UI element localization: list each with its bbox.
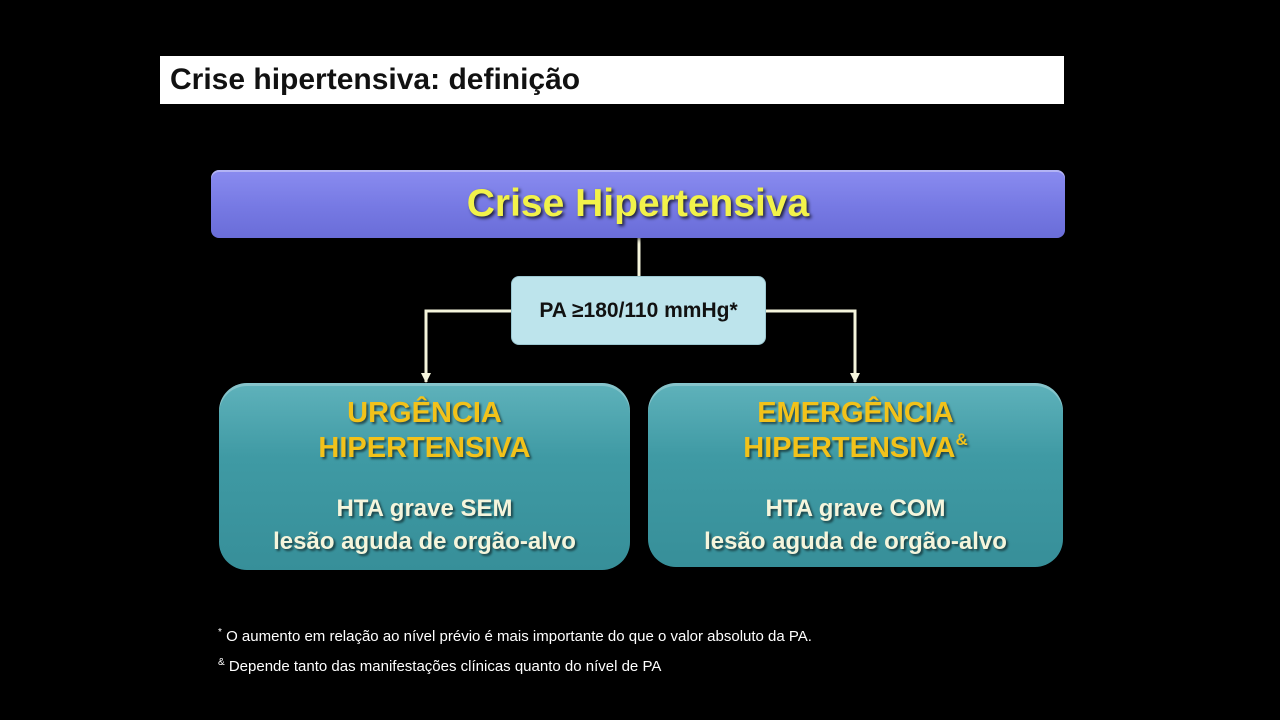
urgencia-title-line1: URGÊNCIA: [347, 397, 502, 429]
emergencia-desc-line2: lesão aguda de orgão-alvo: [704, 528, 1007, 555]
urgencia-hipertensiva-node: URGÊNCIA HIPERTENSIVA HTA grave SEM lesã…: [219, 383, 630, 570]
emergencia-title: EMERGÊNCIA HIPERTENSIVA&: [648, 396, 1063, 466]
crise-hipertensiva-label: Crise Hipertensiva: [466, 182, 810, 225]
emergencia-title-line1: EMERGÊNCIA: [757, 397, 954, 429]
footnote-2-marker: &: [218, 657, 225, 668]
connector-right-arrow: [766, 309, 860, 383]
urgencia-desc-line2: lesão aguda de orgão-alvo: [273, 528, 576, 555]
footnote-1-text: O aumento em relação ao nível prévio é m…: [221, 628, 812, 645]
emergencia-desc-line1: HTA grave COM: [765, 495, 946, 522]
blood-pressure-criterion-label: PA ≥180/110 mmHg*: [539, 299, 738, 322]
urgencia-description: HTA grave SEM lesão aguda de orgão-alvo: [219, 492, 630, 558]
footnote-1: * O aumento em relação ao nível prévio é…: [218, 622, 812, 652]
emergencia-hipertensiva-node: EMERGÊNCIA HIPERTENSIVA& HTA grave COM l…: [648, 383, 1063, 567]
footnotes: * O aumento em relação ao nível prévio é…: [218, 622, 812, 682]
footnote-1-marker: *: [218, 627, 222, 638]
emergencia-footnote-mark: &: [955, 430, 968, 449]
slide-title-bar: Crise hipertensiva: definição: [160, 56, 1064, 104]
connector-left-arrow: [421, 309, 511, 383]
footnote-2-text: Depende tanto das manifestações clínicas…: [224, 658, 662, 675]
footnote-2: & Depende tanto das manifestações clínic…: [218, 652, 812, 682]
urgencia-title: URGÊNCIA HIPERTENSIVA: [219, 396, 630, 466]
crise-hipertensiva-node: Crise Hipertensiva: [211, 170, 1065, 238]
urgencia-title-line2: HIPERTENSIVA: [318, 432, 531, 464]
emergencia-title-line2: HIPERTENSIVA: [743, 432, 956, 464]
blood-pressure-criterion-node: PA ≥180/110 mmHg*: [511, 276, 766, 345]
urgencia-desc-line1: HTA grave SEM: [336, 495, 513, 522]
slide-title: Crise hipertensiva: definição: [170, 63, 581, 96]
emergencia-title-line2-wrap: HIPERTENSIVA&: [648, 431, 1063, 466]
emergencia-description: HTA grave COM lesão aguda de orgão-alvo: [648, 492, 1063, 558]
